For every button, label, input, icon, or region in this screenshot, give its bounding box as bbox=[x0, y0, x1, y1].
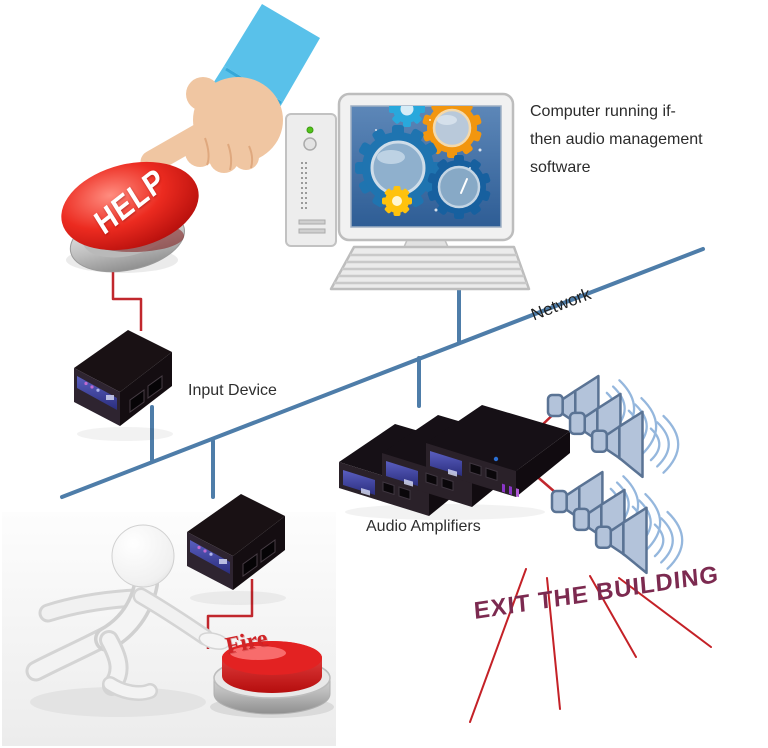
input-device-label: Input Device bbox=[188, 382, 277, 399]
speaker-cluster-top-icon bbox=[546, 374, 680, 479]
gear-blue-small-icon bbox=[427, 155, 491, 219]
announcement-rays bbox=[469, 568, 712, 723]
gear-blue-large-icon bbox=[355, 125, 441, 211]
computer-caption: Computer running if- then audio manageme… bbox=[530, 98, 768, 182]
fire-button bbox=[210, 641, 334, 718]
power-button-icon bbox=[303, 137, 317, 151]
audio-amplifiers-label: Audio Amplifiers bbox=[366, 518, 481, 535]
network-bus-lines bbox=[60, 247, 705, 499]
gears-icon bbox=[355, 106, 491, 219]
computer-caption-line2: then audio management bbox=[530, 131, 703, 148]
computer-caption-line1: Computer running if- bbox=[530, 103, 676, 120]
gear-orange-icon bbox=[422, 106, 482, 158]
help-to-input-wire bbox=[111, 267, 143, 331]
person-figure-icon bbox=[25, 524, 230, 717]
computer-tower-icon bbox=[285, 113, 337, 247]
monitor-icon bbox=[337, 92, 515, 268]
amp-front-leds bbox=[493, 456, 519, 498]
computer-caption-line3: software bbox=[530, 159, 591, 176]
speaker-cluster-bottom-icon bbox=[550, 470, 684, 575]
sparkles bbox=[375, 119, 482, 212]
network-line bbox=[60, 247, 705, 499]
help-button bbox=[61, 161, 199, 273]
input-device-icon bbox=[73, 329, 173, 427]
gear-cyan-icon bbox=[389, 106, 425, 127]
power-led bbox=[306, 126, 314, 134]
gear-yellow-icon bbox=[382, 186, 412, 216]
audio-amplifiers-icon bbox=[338, 404, 571, 520]
pressing-hand-icon bbox=[140, 4, 320, 174]
keyboard-icon bbox=[329, 245, 531, 291]
tower-vents bbox=[301, 162, 307, 209]
